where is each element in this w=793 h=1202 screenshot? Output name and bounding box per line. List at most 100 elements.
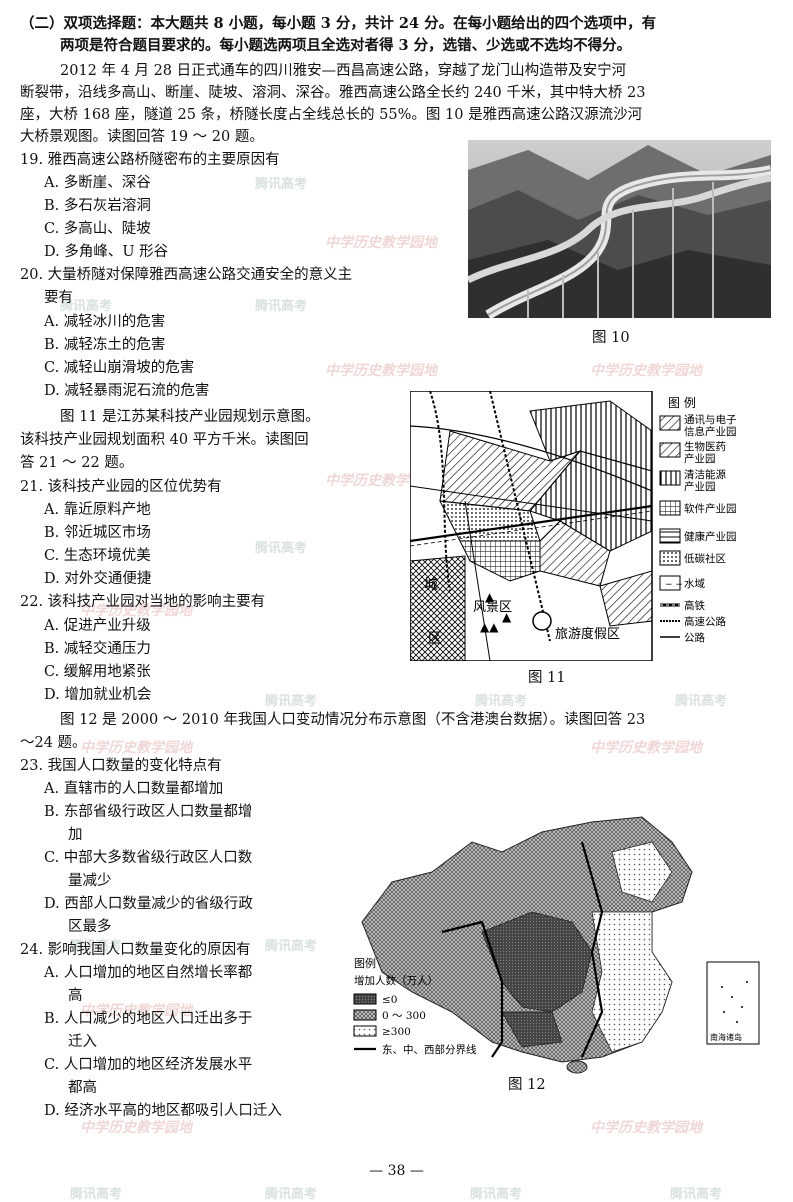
question-stem: 21. 该科技产业园的区位优势有 (20, 479, 222, 495)
option-c: C. 缓解用地紧张 (44, 664, 151, 680)
passage-line: 答 21 ～ 22 题。 (20, 455, 134, 471)
legend-label: 产业园 (684, 452, 716, 465)
watermark-garden: 中学历史教学园地 (80, 740, 192, 756)
option-d: D. 增加就业机会 (44, 687, 152, 703)
fig11-caption: 图 11 (528, 670, 566, 686)
watermark-garden: 中学历史教学园地 (80, 603, 192, 619)
fig12-population-map: 南海诸岛 图例 增加人数（万人） ≤0 0 ～ 300 ≥300 东、中、西部分… (353, 816, 760, 1074)
watermark-tencent: 腾讯高考 (265, 694, 318, 709)
legend-label: 低碳社区 (684, 552, 726, 565)
legend-label: 高铁 (684, 599, 705, 612)
option-b: B. 邻近城区市场 (44, 525, 151, 541)
label-resort: 旅游度假区 (555, 626, 620, 642)
passage-line: 图 11 是江苏某科技产业园规划示意图。 (60, 409, 320, 425)
legend-label: 产业园 (684, 480, 716, 493)
watermark-garden: 中学历史教学园地 (325, 235, 437, 251)
option-d-cont: 区最多 (68, 919, 112, 935)
svg-text:− −: − − (665, 580, 683, 590)
fig12-legend-subtitle: 增加人数（万人） (354, 974, 438, 987)
option-d: D. 经济水平高的地区都吸引人口迁入 (44, 1103, 282, 1119)
option-c: C. 中部大多数省级行政区人口数 (44, 850, 253, 866)
section-header: （二）双项选择题：本大题共 8 小题，每小题 3 分，共计 24 分。在每小题给… (20, 15, 657, 32)
passage-line: 座，大桥 168 座，隧道 25 条，桥隧长度占全线总长的 55%。图 10 是… (20, 107, 643, 123)
option-a: A. 多断崖、深谷 (44, 175, 151, 191)
legend-label: 水域 (684, 577, 705, 590)
option-a: A. 减轻冰川的危害 (44, 314, 166, 330)
watermark-tencent: 腾讯高考 (470, 1187, 523, 1202)
passage-line: 大桥景观图。读图回答 19 ～ 20 题。 (20, 129, 264, 145)
option-d: D. 西部人口数量减少的省级行政 (44, 896, 253, 912)
fig12-caption: 图 12 (508, 1077, 546, 1093)
fig10-caption: 图 10 (592, 330, 630, 346)
watermark-tencent: 腾讯高考 (670, 1187, 723, 1202)
legend-label: 通讯与电子 (684, 413, 737, 426)
option-c: C. 生态环境优美 (44, 548, 151, 564)
option-b: B. 多石灰岩溶洞 (44, 198, 151, 214)
passage-line: ～24 题。 (20, 735, 87, 751)
fig10-bridge-photo (468, 140, 771, 318)
option-a: A. 靠近原料产地 (44, 502, 151, 518)
question-stem: 20. 大量桥隧对保障雅西高速公路交通安全的意义主 (20, 267, 353, 283)
option-c-cont: 量减少 (68, 873, 112, 889)
watermark-garden: 中学历史教学园地 (325, 363, 437, 379)
option-b: B. 减轻交通压力 (44, 641, 151, 657)
legend-label: ≥300 (382, 1026, 411, 1038)
legend-label: 公路 (684, 631, 705, 644)
option-a: A. 直辖市的人口数量都增加 (44, 781, 224, 797)
section-header-cont: 两项是符合题目要求的。每小题选两项且全选对者得 3 分，选错、少选或不选均不得分… (60, 37, 632, 54)
legend-label: 健康产业园 (684, 530, 737, 543)
watermark-tencent: 腾讯高考 (255, 541, 308, 556)
watermark-garden: 中学历史教学园地 (80, 1003, 192, 1019)
passage-line: 2012 年 4 月 28 日正式通车的四川雅安—西昌高速公路，穿越了龙门山构造… (60, 63, 627, 79)
watermark-tencent: 腾讯高考 (70, 939, 123, 954)
option-d: D. 多角峰、U 形谷 (44, 244, 169, 260)
watermark-garden: 中学历史教学园地 (80, 1120, 192, 1136)
legend-label: ≤0 (382, 994, 397, 1006)
passage-line: 该科技产业园规划面积 40 平方千米。读图回 (20, 432, 309, 448)
legend-label: 信息产业园 (684, 425, 737, 438)
legend-label: 软件产业园 (684, 502, 737, 515)
watermark-tencent: 腾讯高考 (70, 1187, 123, 1202)
watermark-tencent: 腾讯高考 (475, 694, 528, 709)
option-b: B. 东部省级行政区人口数量都增 (44, 804, 253, 820)
watermark-garden: 中学历史教学园地 (325, 473, 437, 489)
question-stem: 22. 该科技产业园对当地的影响主要有 (20, 594, 266, 610)
fig11-legend-title: 图 例 (668, 396, 696, 410)
svg-text:▲▲: ▲▲ (480, 620, 499, 634)
option-d: D. 对外交通便捷 (44, 571, 152, 587)
question-stem-cont: 要有 (44, 290, 73, 306)
svg-text:▲: ▲ (485, 590, 495, 604)
page-number: — 38 — (369, 1163, 424, 1179)
option-c: C. 减轻山崩滑坡的危害 (44, 360, 195, 376)
option-c: C. 人口增加的地区经济发展水平 (44, 1057, 253, 1073)
option-b: B. 减轻冻土的危害 (44, 337, 166, 353)
legend-label: 0 ～ 300 (382, 1010, 426, 1022)
passage-line: 断裂带，沿线多高山、断崖、陡坡、溶洞、深谷。雅西高速公路全长约 240 千米，其… (20, 85, 646, 101)
option-c-cont: 都高 (68, 1080, 97, 1096)
label-scenic-area: 风景区 (473, 600, 512, 615)
fig12-legend-title: 图例 (354, 956, 376, 970)
watermark-tencent: 腾讯高考 (265, 939, 318, 954)
option-a: A. 人口增加的地区自然增长率都 (44, 965, 253, 981)
question-stem: 24. 影响我国人口数量变化的原因有 (20, 942, 251, 958)
option-c: C. 多高山、陡坡 (44, 221, 151, 237)
question-stem: 19. 雅西高速公路桥隧密布的主要原因有 (20, 152, 280, 168)
option-d: D. 减轻暴雨泥石流的危害 (44, 383, 210, 399)
question-stem: 23. 我国人口数量的变化特点有 (20, 758, 222, 774)
watermark-garden: 中学历史教学园地 (590, 1120, 702, 1136)
option-b: B. 人口减少的地区人口迁出多于 (44, 1011, 253, 1027)
label-district: 区 (428, 631, 442, 647)
inset-label: 南海诸岛 (710, 1032, 742, 1042)
legend-label: 清洁能源 (684, 468, 726, 481)
option-a: A. 促进产业升级 (44, 618, 151, 634)
watermark-garden: 中学历史教学园地 (590, 740, 702, 756)
svg-text:▲: ▲ (502, 610, 512, 624)
watermark-tencent: 腾讯高考 (675, 694, 728, 709)
option-a-cont: 高 (68, 988, 83, 1004)
option-b-cont: 迁入 (68, 1034, 97, 1050)
legend-label: 高速公路 (684, 615, 726, 628)
legend-label: 东、中、西部分界线 (382, 1043, 477, 1056)
label-city: 城 (424, 577, 438, 593)
passage-line: 图 12 是 2000 ～ 2010 年我国人口变动情况分布示意图（不含港澳台数… (60, 712, 646, 728)
